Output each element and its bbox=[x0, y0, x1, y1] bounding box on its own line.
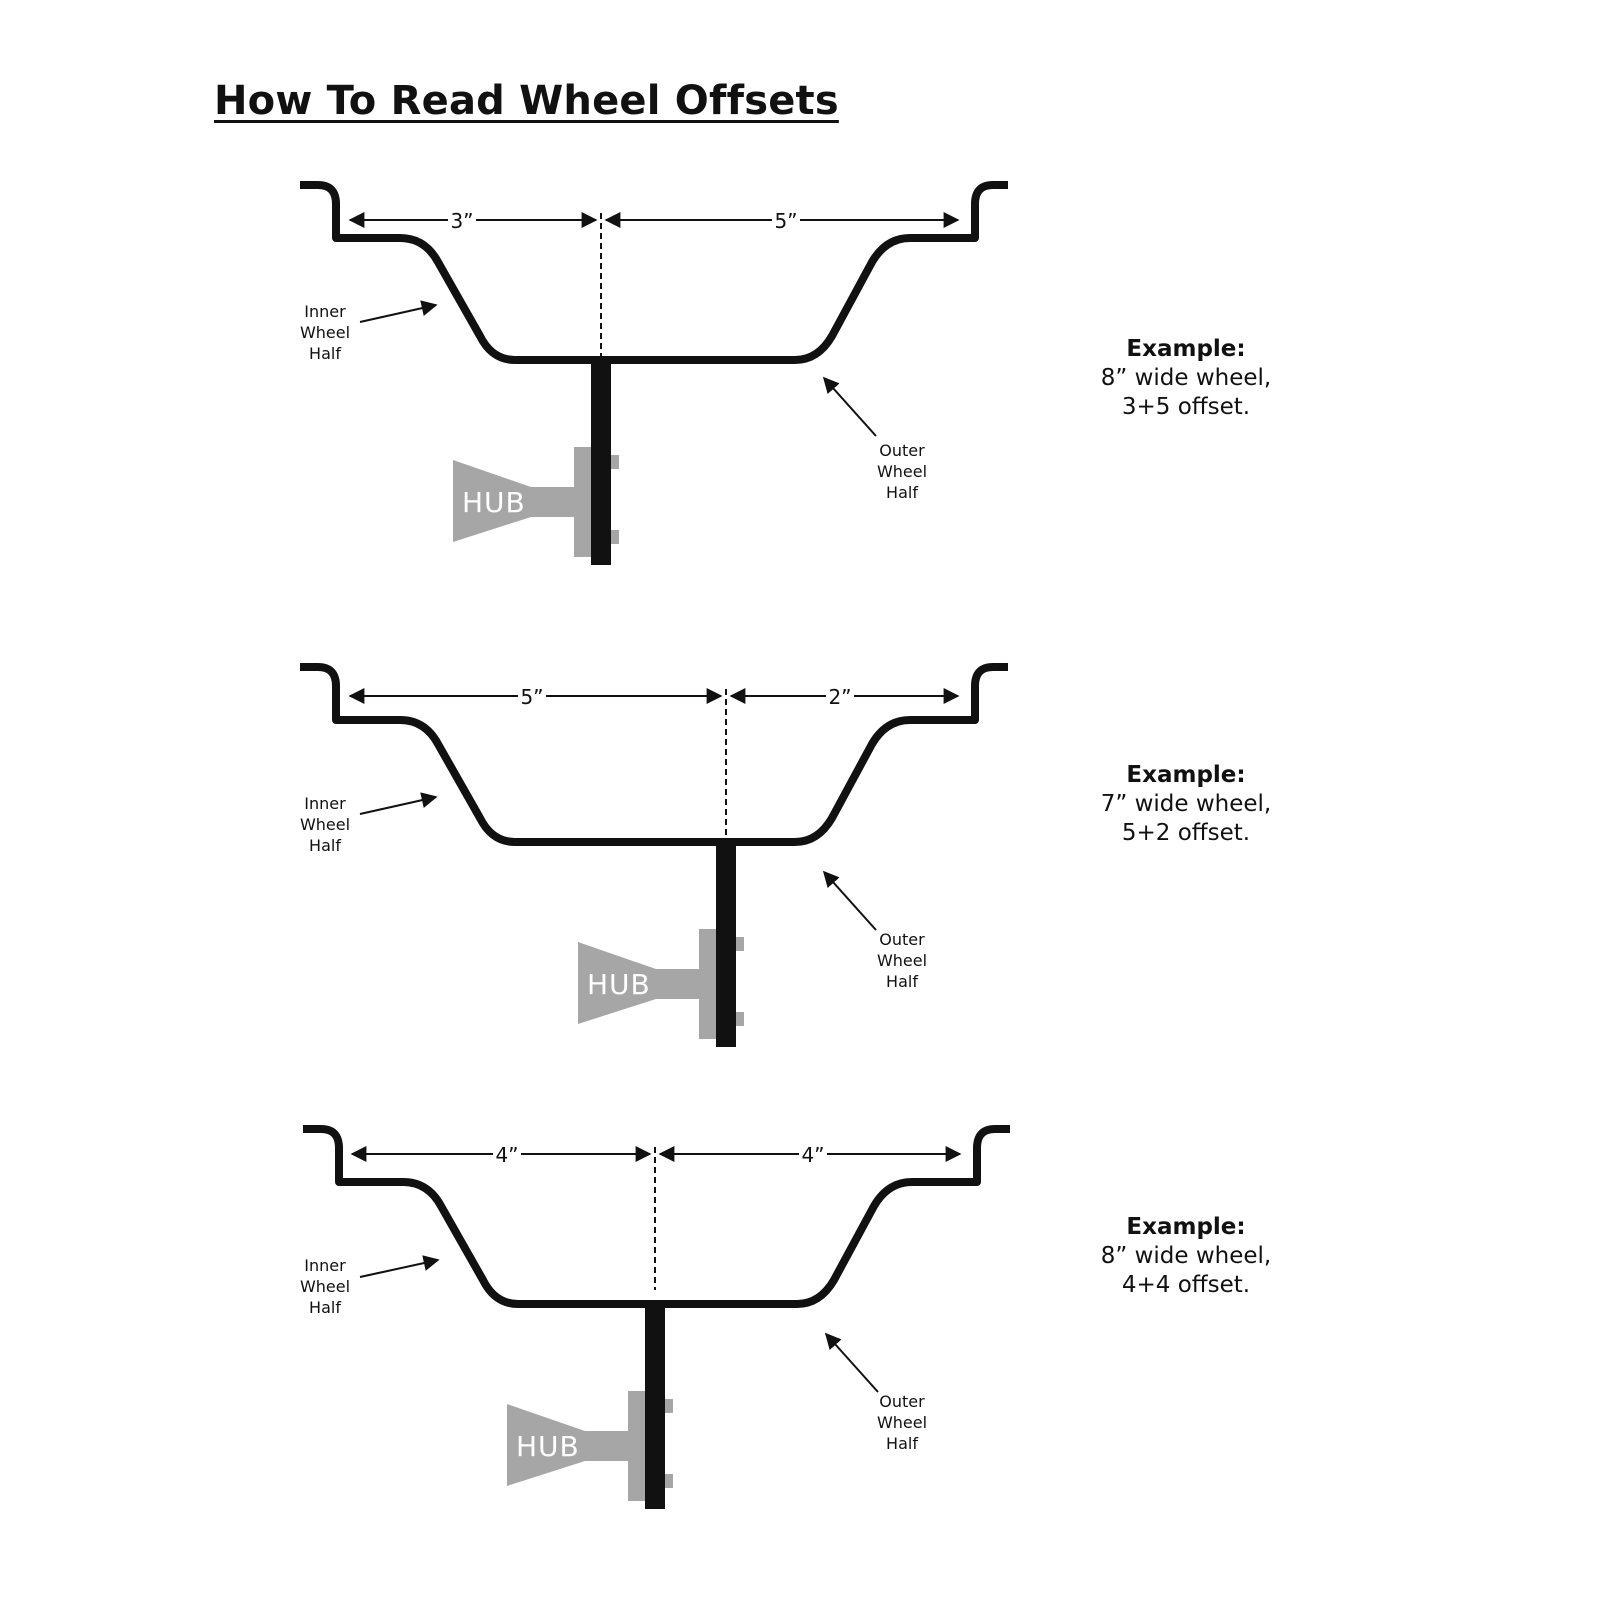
hub-label: HUB bbox=[587, 968, 651, 1001]
svg-text:Outer: Outer bbox=[879, 441, 925, 460]
wheel-example-2: 5” 2” HUB Inner Wheel Half Outer Wheel H… bbox=[300, 663, 1272, 1047]
svg-text:3+5 offset.: 3+5 offset. bbox=[1122, 394, 1250, 420]
svg-text:4+4 offset.: 4+4 offset. bbox=[1122, 1272, 1250, 1298]
dimension-label-right: 4” bbox=[801, 1143, 824, 1167]
svg-text:Wheel: Wheel bbox=[300, 323, 350, 342]
example-caption: Example: 8” wide wheel, 4+4 offset. bbox=[1101, 1214, 1272, 1298]
svg-text:7” wide wheel,: 7” wide wheel, bbox=[1101, 791, 1272, 817]
outer-wheel-half-label: Outer Wheel Half bbox=[877, 1392, 927, 1453]
wheel-profile bbox=[303, 1125, 1010, 1308]
inner-wheel-half-label: Inner Wheel Half bbox=[300, 302, 350, 363]
outer-wheel-half-label: Outer Wheel Half bbox=[877, 930, 927, 991]
inner-pointer-arrow bbox=[359, 300, 438, 323]
mounting-pad bbox=[716, 842, 736, 1047]
svg-text:Wheel: Wheel bbox=[877, 951, 927, 970]
inner-pointer-arrow bbox=[359, 792, 438, 815]
wheel-profile bbox=[300, 663, 1008, 846]
hub-label: HUB bbox=[462, 486, 526, 519]
svg-text:Inner: Inner bbox=[304, 1256, 346, 1275]
page-title: How To Read Wheel Offsets bbox=[214, 78, 839, 124]
svg-text:5+2 offset.: 5+2 offset. bbox=[1122, 820, 1250, 846]
inner-pointer-arrow bbox=[359, 1255, 440, 1278]
svg-text:Wheel: Wheel bbox=[300, 815, 350, 834]
svg-text:8” wide wheel,: 8” wide wheel, bbox=[1101, 365, 1272, 391]
example-caption: Example: 8” wide wheel, 3+5 offset. bbox=[1101, 336, 1272, 420]
hub-label: HUB bbox=[516, 1430, 580, 1463]
svg-text:Example:: Example: bbox=[1126, 1214, 1245, 1240]
mounting-pad bbox=[591, 360, 611, 565]
dimension-label-right: 2” bbox=[828, 685, 851, 709]
hub-shape bbox=[507, 1391, 673, 1501]
dimension-label-left: 4” bbox=[495, 1143, 518, 1167]
svg-text:Outer: Outer bbox=[879, 1392, 925, 1411]
dimension-label-right: 5” bbox=[774, 209, 797, 233]
outer-pointer-arrow bbox=[824, 1332, 879, 1393]
svg-text:Half: Half bbox=[309, 1298, 341, 1317]
svg-text:8” wide wheel,: 8” wide wheel, bbox=[1101, 1243, 1272, 1269]
svg-text:Wheel: Wheel bbox=[877, 1413, 927, 1432]
dimension-label-left: 5” bbox=[520, 685, 543, 709]
svg-text:Half: Half bbox=[309, 836, 341, 855]
svg-text:Half: Half bbox=[886, 972, 918, 991]
example-caption: Example: 7” wide wheel, 5+2 offset. bbox=[1101, 762, 1272, 846]
outer-pointer-arrow bbox=[822, 870, 877, 931]
svg-text:Inner: Inner bbox=[304, 302, 346, 321]
wheel-example-1: 3” 5” HUB Inner Wheel Half Outer Wheel H… bbox=[300, 181, 1272, 565]
hub-shape bbox=[453, 447, 619, 557]
svg-text:Inner: Inner bbox=[304, 794, 346, 813]
outer-pointer-arrow bbox=[822, 376, 877, 437]
svg-text:Wheel: Wheel bbox=[300, 1277, 350, 1296]
svg-text:Example:: Example: bbox=[1126, 336, 1245, 362]
inner-wheel-half-label: Inner Wheel Half bbox=[300, 794, 350, 855]
mounting-pad bbox=[645, 1304, 665, 1509]
svg-text:Half: Half bbox=[309, 344, 341, 363]
hub-shape bbox=[578, 929, 744, 1039]
outer-wheel-half-label: Outer Wheel Half bbox=[877, 441, 927, 502]
inner-wheel-half-label: Inner Wheel Half bbox=[300, 1256, 350, 1317]
svg-text:Outer: Outer bbox=[879, 930, 925, 949]
svg-text:Half: Half bbox=[886, 1434, 918, 1453]
wheel-example-3: 4” 4” HUB Inner Wheel Half Outer Wheel H… bbox=[300, 1125, 1272, 1509]
svg-text:Half: Half bbox=[886, 483, 918, 502]
svg-text:Wheel: Wheel bbox=[877, 462, 927, 481]
svg-text:Example:: Example: bbox=[1126, 762, 1245, 788]
dimension-label-left: 3” bbox=[450, 209, 473, 233]
wheel-profile bbox=[300, 181, 1008, 364]
